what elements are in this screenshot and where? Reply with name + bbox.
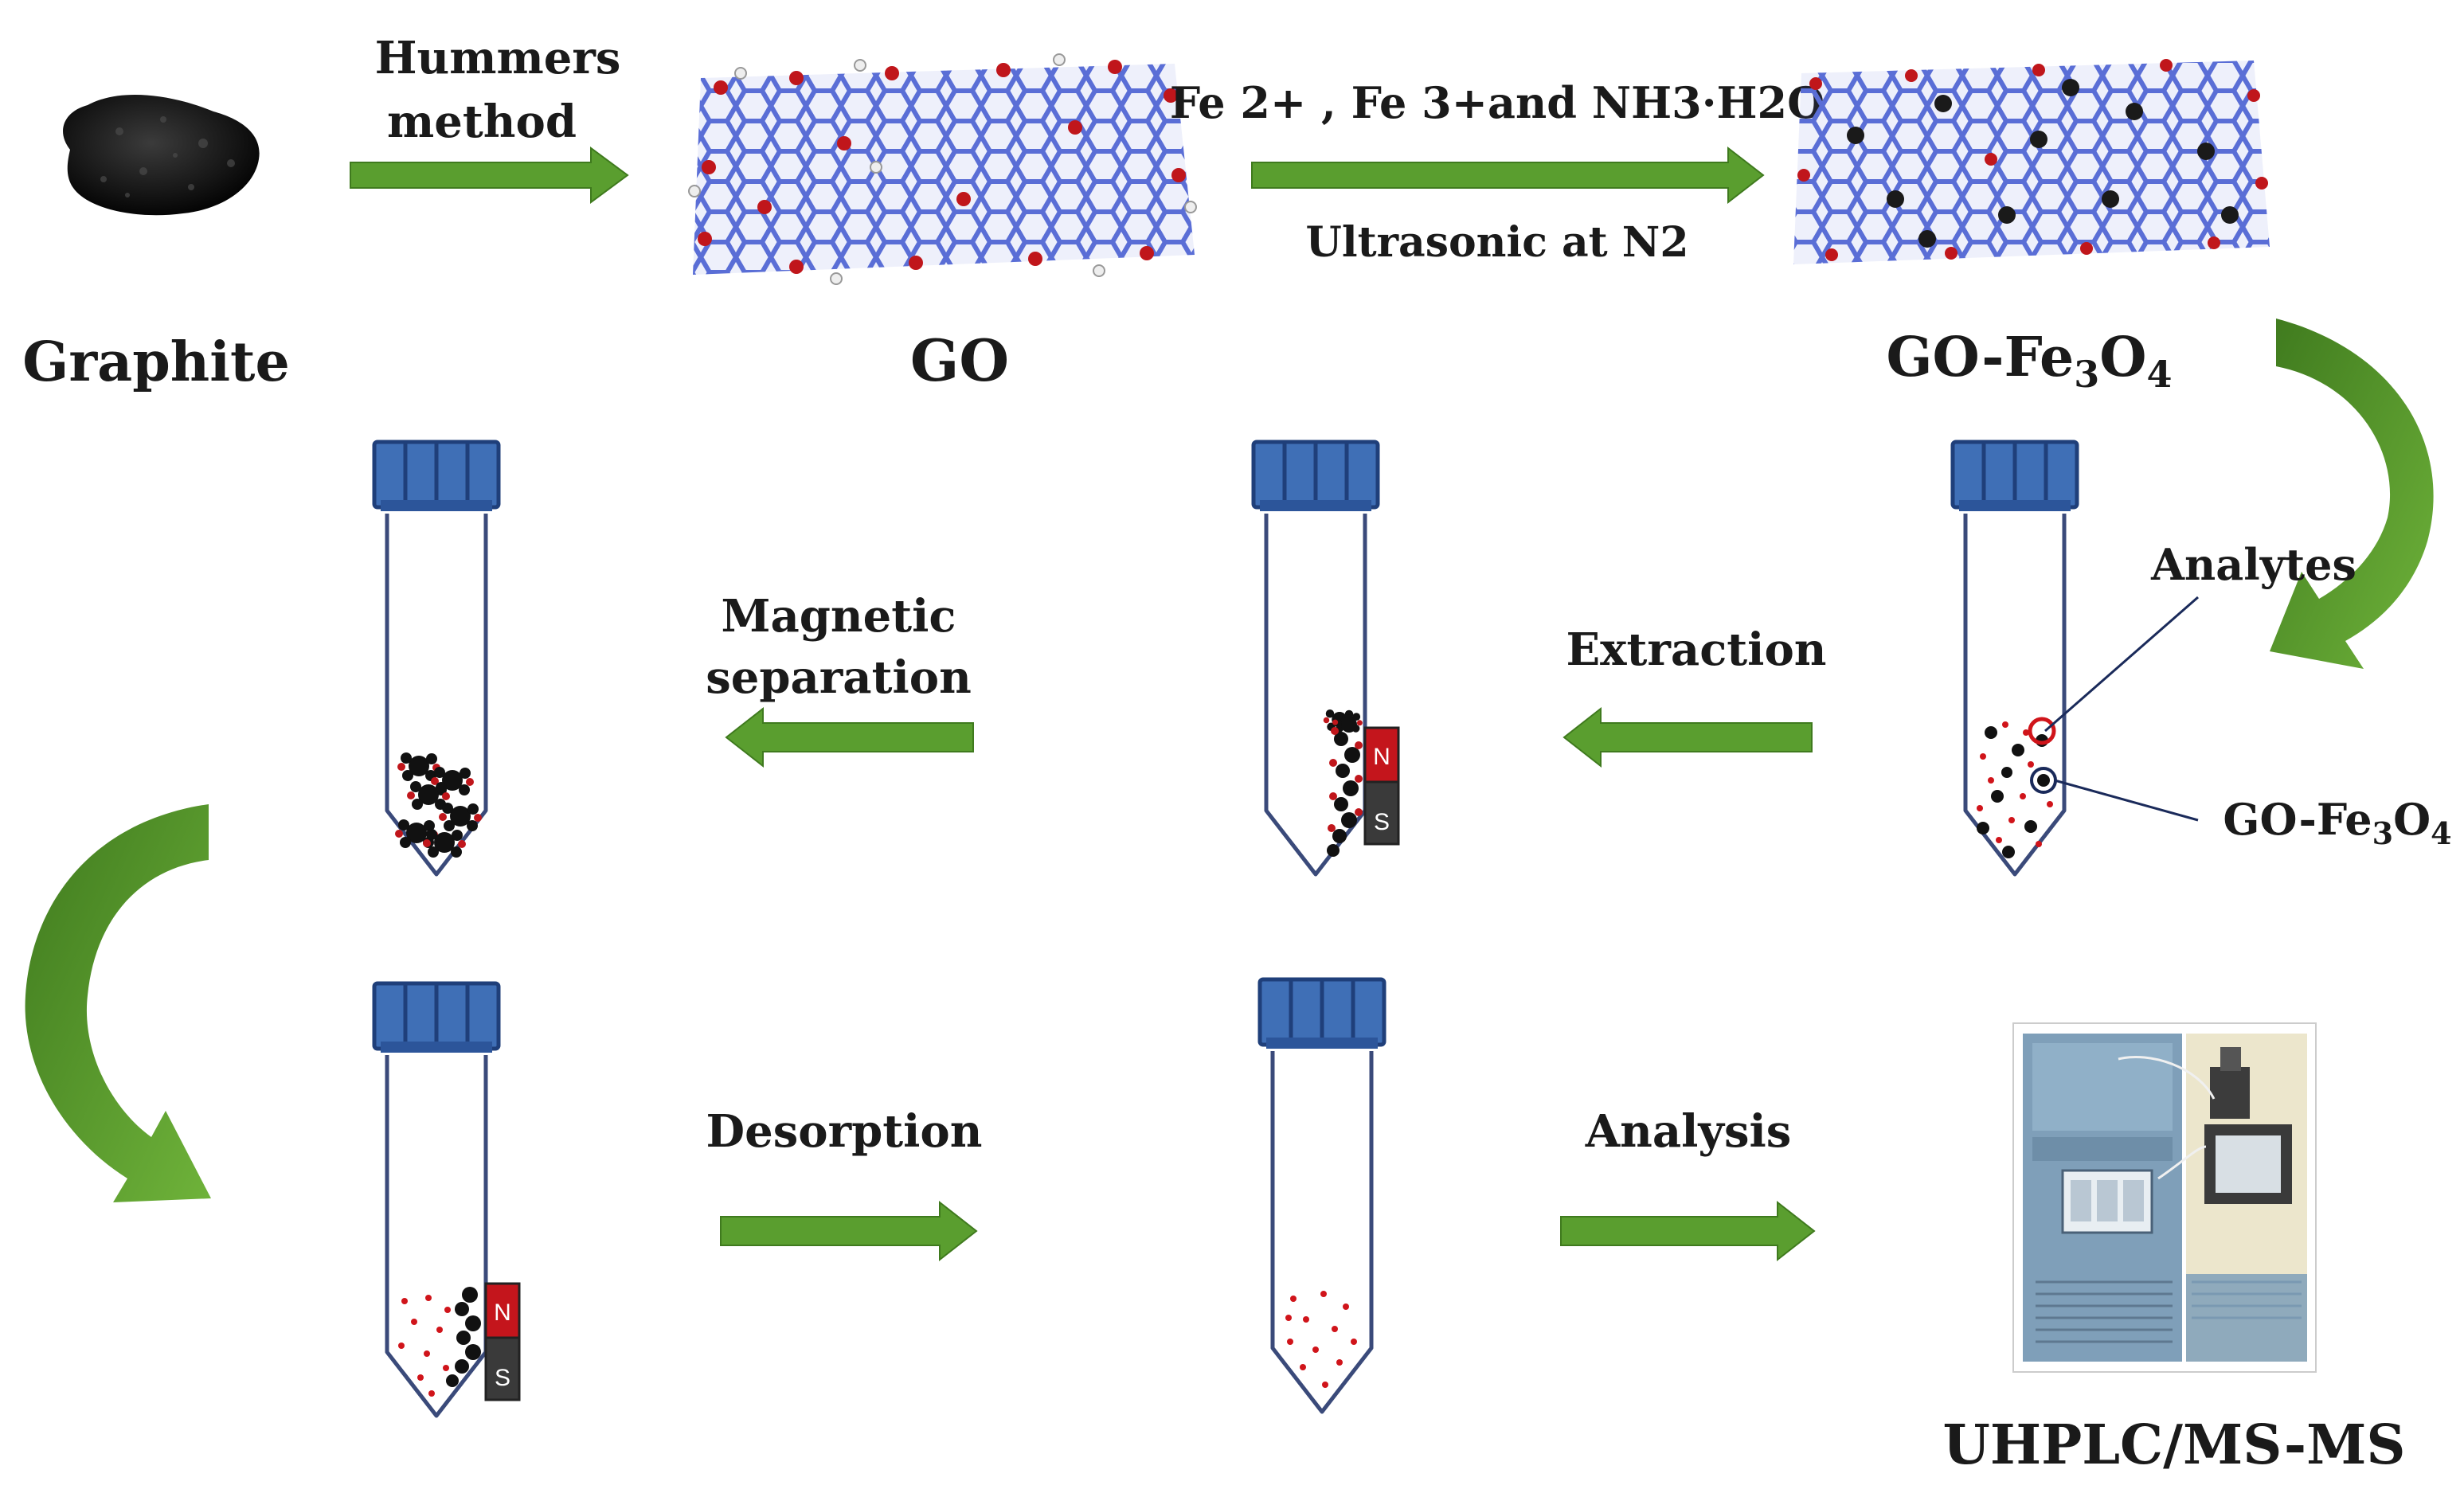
- go-fe3o4-label: GO-Fe3O4: [1886, 326, 2172, 396]
- arrow-hummers: [350, 147, 629, 204]
- arrow-desorption: [720, 1200, 978, 1262]
- curved-arrow-right: [2270, 319, 2434, 669]
- analytes-callout: Analytes: [2150, 539, 2356, 590]
- magnet-north-label: N: [1373, 744, 1390, 770]
- desorption-label: Desorption: [706, 1105, 983, 1158]
- magnet-north-label-2: N: [494, 1300, 511, 1326]
- magnetic-label-line1: Magnetic: [721, 590, 956, 643]
- analytes-pointer: [2044, 596, 2199, 733]
- arrow-magnetic-separation: [725, 706, 974, 768]
- uhplc-instrument: [2012, 1022, 2317, 1373]
- tube-extraction: N S: [1254, 442, 1400, 874]
- hummers-label-line2: method: [387, 96, 577, 148]
- magnet-south-label-2: S: [495, 1365, 510, 1391]
- tube-separated: [374, 442, 499, 874]
- arrow-analysis: [1560, 1200, 1816, 1262]
- go-fe3o4-sheet: [1793, 59, 2270, 264]
- hummers-label-line1: Hummers: [375, 32, 621, 84]
- ultrasonic-label: Ultrasonic at N2: [1305, 218, 1688, 267]
- magnetic-label-line2: separation: [706, 651, 972, 704]
- go-fe3o4-callout: GO-Fe3O4: [2223, 794, 2451, 851]
- go-fe3o4-pointer: [2054, 779, 2199, 822]
- tube-sample: [1953, 442, 2077, 874]
- uhplc-label: UHPLC/MS-MS: [1943, 1413, 2406, 1477]
- go-sheet: [688, 53, 1197, 285]
- reagents-label: Fe 2+ , Fe 3+and NH3·H2O: [1170, 77, 1825, 128]
- graphite-label: Graphite: [22, 330, 289, 394]
- magnet-desorption: N S: [484, 1282, 521, 1401]
- tube-eluate: [1260, 979, 1384, 1412]
- go-label: GO: [910, 326, 1009, 394]
- magnet-extraction: N S: [1363, 726, 1400, 846]
- analysis-label: Analysis: [1585, 1105, 1792, 1158]
- graphite-image: [63, 94, 260, 216]
- arrow-extraction: [1562, 706, 1813, 768]
- curved-arrow-left: [25, 804, 212, 1202]
- arrow-reagents: [1251, 146, 1765, 205]
- extraction-label: Extraction: [1566, 623, 1826, 676]
- magnet-south-label: S: [1374, 809, 1390, 835]
- tube-desorption: N S: [374, 983, 521, 1416]
